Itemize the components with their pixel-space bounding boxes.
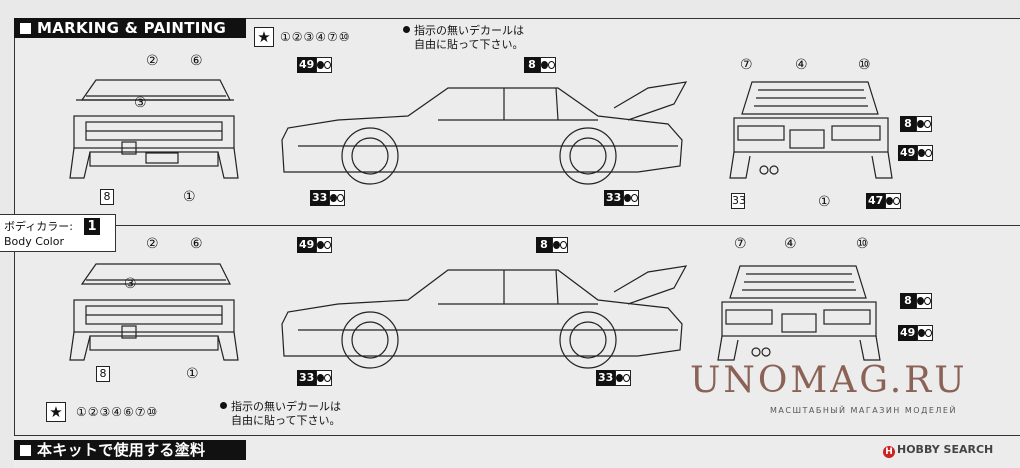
- callout-6: ⑥: [190, 53, 203, 69]
- star-icon-bottom: ★: [46, 402, 66, 422]
- decal-33-rear-view-top: 33: [731, 193, 746, 209]
- decal-8-rear-bottom: 8: [900, 293, 932, 309]
- body-color-box: ボディカラー: 1 Body Color: [0, 214, 116, 252]
- decal-33-rear-bottom: 33: [596, 370, 632, 386]
- decal-number-list: ①②③④⑦⑩: [280, 30, 351, 44]
- decal-47-rear-top: 47: [866, 193, 902, 209]
- callout-3-bottom: ③: [124, 276, 137, 292]
- callout-7-bottom: ⑦: [734, 236, 747, 252]
- body-color-number: 1: [84, 218, 100, 235]
- callout-8-box: 8: [100, 189, 114, 205]
- hobbysearch-logo-icon: H: [883, 446, 895, 458]
- decal-33-rear-top: 33: [604, 190, 640, 206]
- note-line-2-bottom: 自由に貼って下さい。: [231, 414, 341, 427]
- note-line-1: 指示の無いデカールは: [403, 24, 524, 38]
- callout-1-rear: ①: [818, 194, 831, 210]
- callout-4-bottom: ④: [784, 236, 797, 252]
- decal-49-rear-top: 49: [898, 145, 934, 161]
- watermark-unomag-sub: МАСШТАБНЫЙ МАГАЗИН МОДЕЛЕЙ: [770, 406, 957, 415]
- decal-33-front-top: 33: [310, 190, 346, 206]
- decal-49-side-top: 49: [297, 57, 333, 73]
- callout-2: ②: [146, 53, 159, 69]
- watermark-unomag: UNOMAG.RU: [690, 360, 968, 401]
- front-view-car-top: [69, 79, 239, 179]
- paint-header: 本キットで使用する塗料: [14, 440, 246, 460]
- callout-1-bottom: ①: [186, 366, 199, 382]
- callout-10-bottom: ⑩: [856, 236, 869, 252]
- body-color-label-jp: ボディカラー:: [4, 220, 73, 233]
- callout-2-bottom: ②: [146, 236, 159, 252]
- body-color-label-en: Body Color: [4, 235, 64, 248]
- callout-3: ③: [134, 95, 147, 111]
- callout-1: ①: [183, 189, 196, 205]
- instruction-sheet: [14, 18, 1020, 468]
- callout-6-bottom: ⑥: [190, 236, 203, 252]
- decal-8-side-top: 8: [524, 57, 556, 73]
- note-line-2: 自由に貼って下さい。: [414, 38, 524, 51]
- side-view-car-top: [281, 81, 688, 185]
- note-line-1-bottom: 指示の無いデカールは: [220, 400, 341, 414]
- decal-8-rear-top: 8: [900, 116, 932, 132]
- decal-49-side-bottom: 49: [297, 237, 333, 253]
- panel-divider: [14, 225, 1020, 226]
- decal-33-front-bottom: 33: [297, 370, 333, 386]
- front-view-car-bottom: [69, 263, 239, 361]
- callout-7: ⑦: [740, 57, 753, 73]
- star-icon: ★: [254, 27, 274, 47]
- side-view-car-bottom: [281, 265, 688, 369]
- callout-4: ④: [795, 57, 808, 73]
- callout-10: ⑩: [858, 57, 871, 73]
- rear-view-car-bottom: [717, 265, 881, 361]
- callout-8-box-bottom: 8: [96, 366, 110, 382]
- decal-number-list-bottom: ①②③④⑥⑦⑩: [76, 405, 159, 419]
- decal-49-rear-bottom: 49: [898, 325, 934, 341]
- marking-painting-header: MARKING & PAINTING: [14, 18, 246, 38]
- decal-8-side-bottom: 8: [536, 237, 568, 253]
- rear-view-car-top: [729, 81, 893, 179]
